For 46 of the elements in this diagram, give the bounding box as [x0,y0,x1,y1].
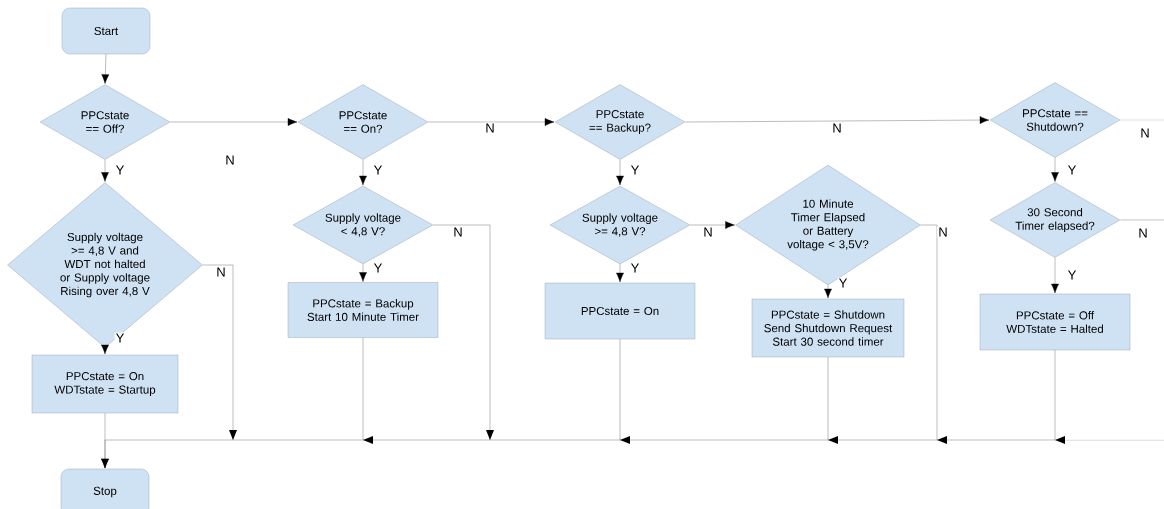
process-box: PPCstate = Backup Start 10 Minute Timer [287,282,439,338]
terminal-box: Stop [60,468,150,509]
arrow [101,159,109,182]
edge-label: Y [372,164,384,176]
edge-label: N [1137,227,1149,239]
arrow [1051,157,1059,182]
edge-label: Y [1066,164,1078,176]
edge-label: N [702,226,714,238]
edge-label: Y [114,164,126,176]
edge-label: N [937,226,949,238]
edge-label: N [484,122,496,134]
process-box: PPCstate = On [544,282,696,340]
edge-label: Y [372,262,384,274]
arrow [101,439,234,469]
arrow [936,436,1056,444]
terminal-box: Start [61,7,151,55]
process-box: PPCstate = Shutdown Send Shutdown Request Start 30 second timer [751,298,905,358]
edge-label: Y [1066,269,1078,281]
arrow [362,436,491,444]
edge-label: N [452,226,464,238]
edge-label: Y [837,277,849,289]
arrow [359,264,367,282]
arrow [1051,257,1059,294]
edge-label: Y [114,332,126,344]
edge-label: N [1139,127,1151,139]
edge-label: N [215,266,227,278]
arrow [827,436,938,444]
arrow [101,54,110,84]
process-box: PPCstate = On WDTstate = Startup [31,354,179,414]
arrow [616,264,624,283]
edge-label: Y [629,164,641,176]
arrow [428,118,555,126]
arrow [433,224,494,441]
arrow [685,116,990,124]
process-box: PPCstate = Off WDTstate = Halted [979,293,1131,351]
edge-label: N [831,122,843,134]
arrow [202,264,237,441]
arrow [690,221,735,229]
edge-label: Y [629,262,641,274]
arrow [101,344,109,355]
edge-label: N [224,154,236,166]
arrow [824,285,832,299]
arrow [170,118,298,126]
arrow [619,436,829,444]
arrow [616,159,624,186]
arrow [359,159,367,186]
